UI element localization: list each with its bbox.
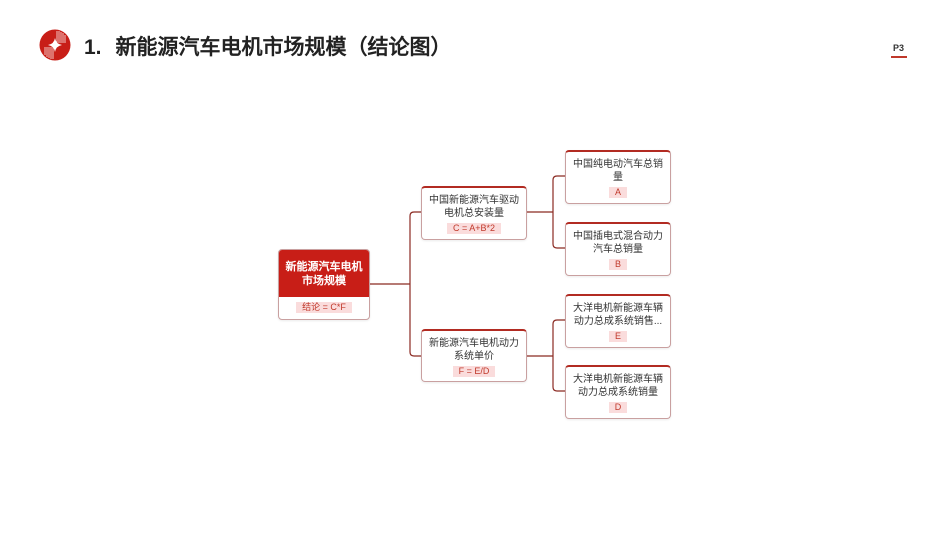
node-label: 中国纯电动汽车总销量	[573, 159, 663, 183]
node-formula: E	[608, 331, 627, 342]
node-label: 中国新能源汽车驱动电机总安装量	[429, 195, 519, 219]
connector-mid2-leaves	[552, 319, 565, 392]
node-label: 大洋电机新能源车辆动力总成系统销售...	[573, 303, 663, 327]
leaf-node-e[interactable]: 大洋电机新能源车辆动力总成系统销售... E	[565, 294, 671, 348]
connector-mid1-leaves	[552, 175, 565, 249]
root-label: 新能源汽车电机市场规模	[279, 250, 369, 297]
node-formula: D	[608, 402, 628, 413]
mid-node-install-volume[interactable]: 中国新能源汽车驱动电机总安装量 C = A+B*2	[421, 186, 527, 240]
node-formula: A	[608, 187, 627, 198]
leaf-node-d[interactable]: 大洋电机新能源车辆动力总成系统销量 D	[565, 365, 671, 419]
page-underline	[891, 56, 907, 58]
page-title: 1. 新能源汽车电机市场规模（结论图）	[84, 31, 452, 61]
node-label: 中国插电式混合动力汽车总销量	[573, 231, 663, 255]
section-number: 1.	[84, 36, 102, 59]
node-label: 大洋电机新能源车辆动力总成系统销量	[573, 374, 663, 398]
node-formula: C = A+B*2	[446, 223, 502, 234]
company-logo-icon	[39, 29, 71, 61]
title-text: 新能源汽车电机市场规模（结论图）	[115, 36, 452, 59]
mid-node-unit-price[interactable]: 新能源汽车电机动力系统单价 F = E/D	[421, 329, 527, 382]
page-number: P3	[893, 43, 905, 53]
root-formula: 结论 = C*F	[296, 302, 352, 313]
leaf-node-a[interactable]: 中国纯电动汽车总销量 A	[565, 150, 671, 204]
node-formula: F = E/D	[452, 366, 496, 377]
connector-root-mid	[409, 211, 421, 357]
root-node[interactable]: 新能源汽车电机市场规模 结论 = C*F	[278, 249, 370, 320]
node-label: 新能源汽车电机动力系统单价	[429, 338, 519, 362]
leaf-node-b[interactable]: 中国插电式混合动力汽车总销量 B	[565, 222, 671, 276]
node-formula: B	[608, 259, 627, 270]
